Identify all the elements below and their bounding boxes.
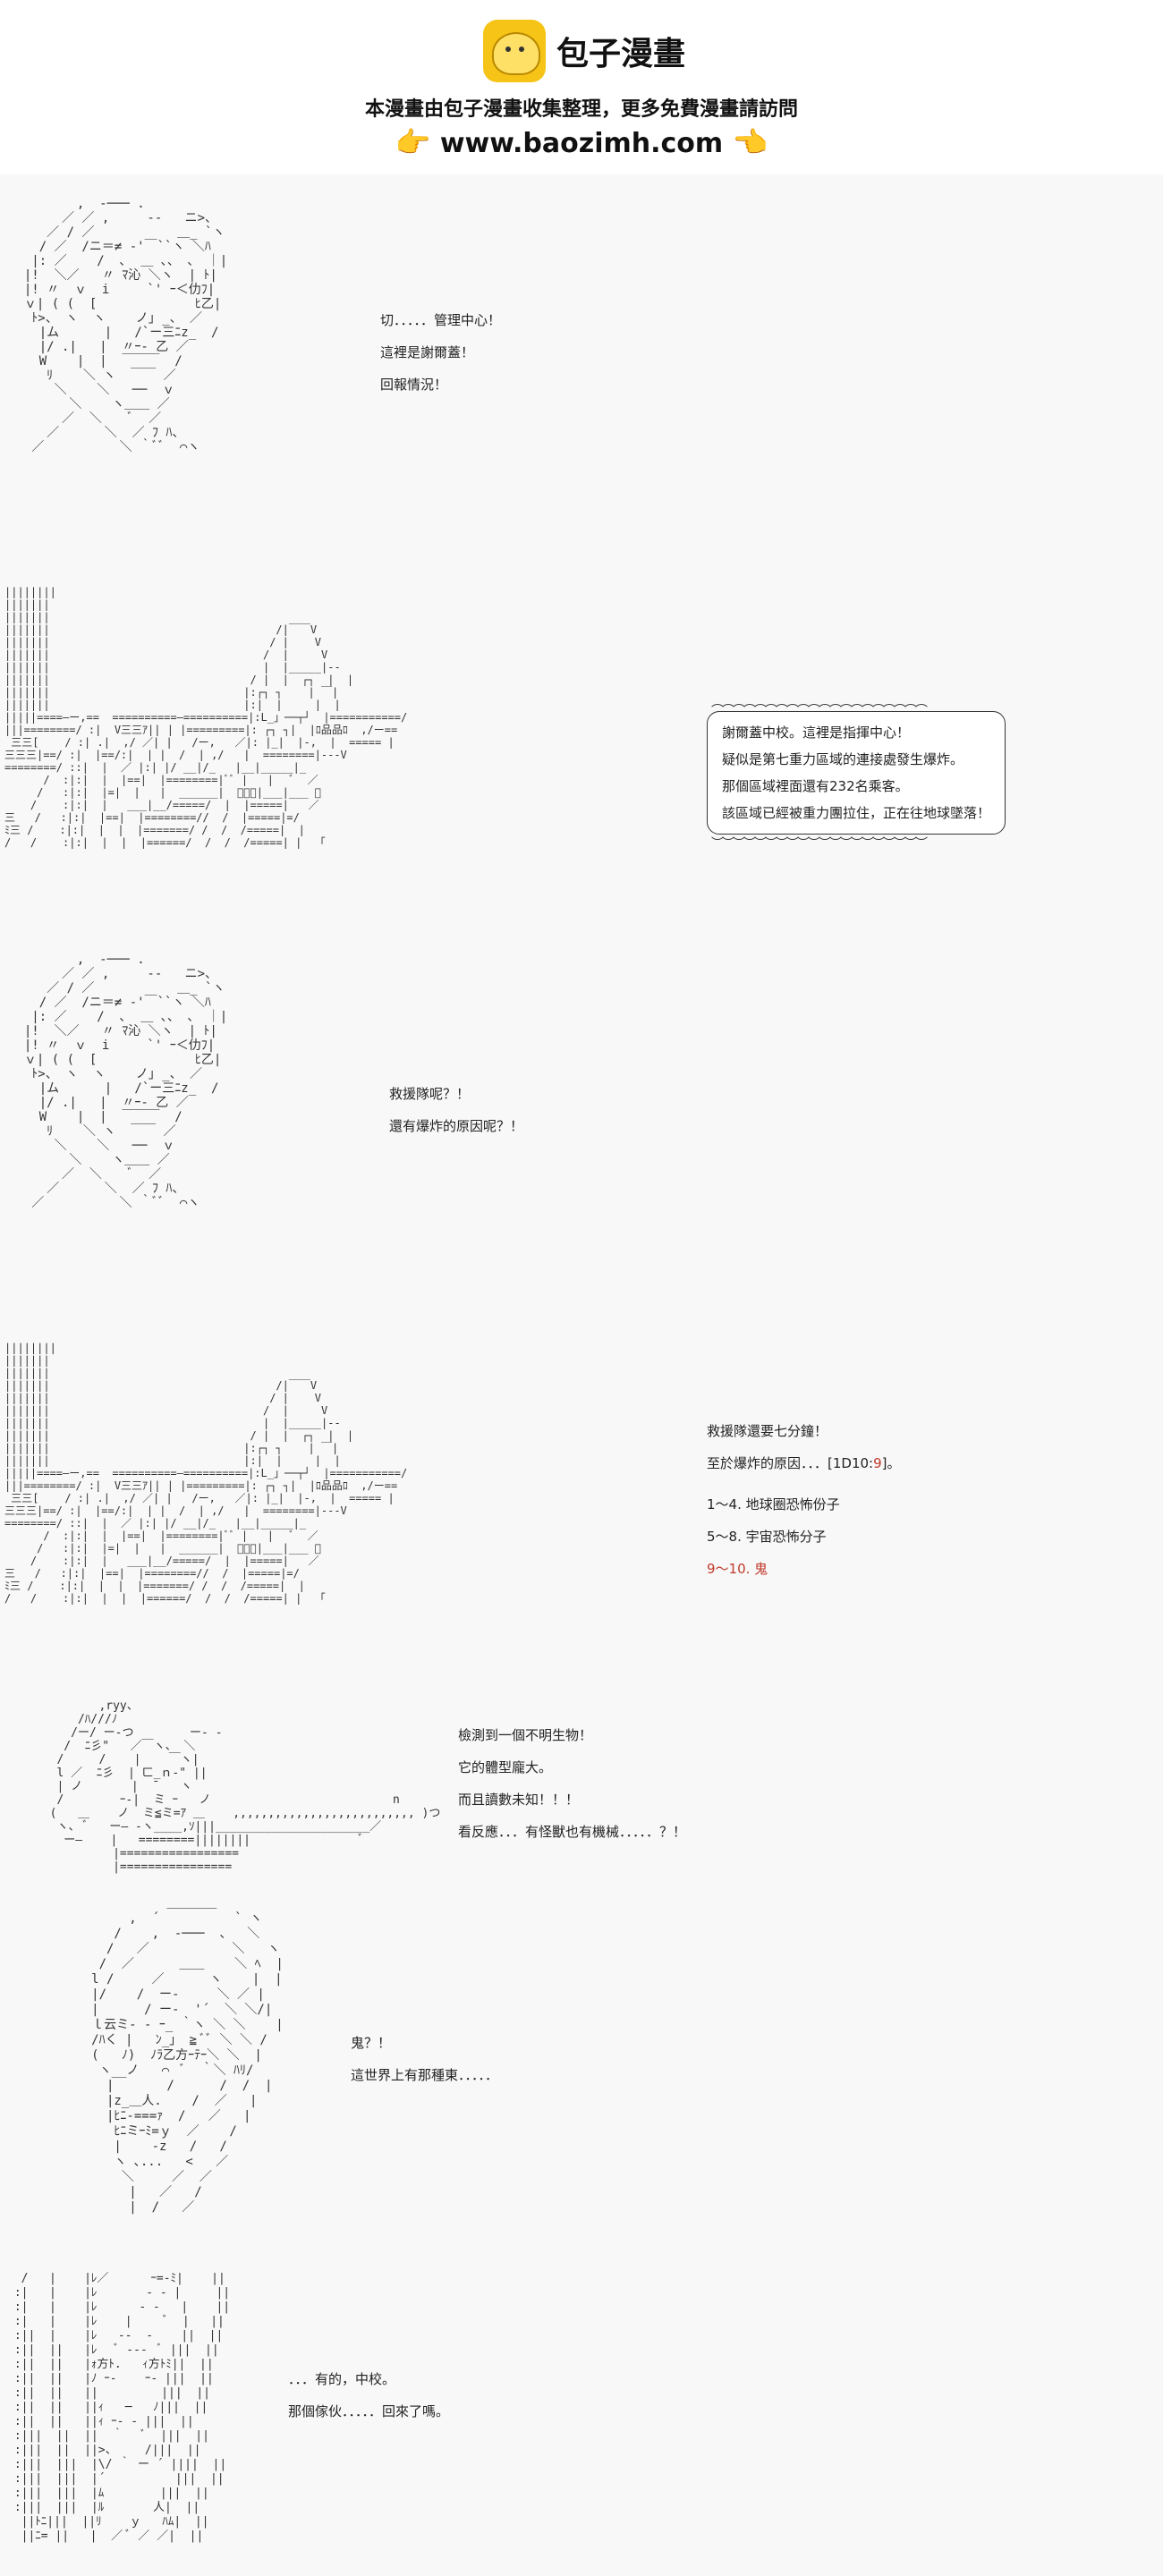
ascii-art-operator: ,ryy、 /ﾊ///ﾉ /ー/ ー-つ ー‐ ‐ / ﾆ彡" ／￣ヽ、 ＼ /… [49,1699,441,1874]
dialogue-line: ．．．有的，中校。 [288,2371,396,2387]
roll-option-selected: 9～10. 鬼 [707,1561,768,1577]
dialogue-line: 救援隊呢？！ [389,1086,471,1102]
dialogue-panel-1: 切．．．．．管理中心！ 這裡是謝爾蓋！ 回報情況！ [380,304,501,401]
bun-logo-icon [483,20,546,82]
dialogue-line: 回報情況！ [380,377,448,393]
dialogue-panel-5: 檢測到一個不明生物！ 它的體型龐大。 而且讀數未知！！！ 看反應．．．有怪獸也有… [458,1719,686,1848]
dialogue-panel-3: 救援隊呢？！ 還有爆炸的原因呢？！ [389,1078,523,1142]
site-subtitle: 本漫畫由包子漫畫收集整理，更多免費漫畫請訪問 [364,98,798,121]
dialogue-panel-6: 鬼？！ 這世界上有那種東．．．．． [351,2027,498,2091]
site-url-row[interactable]: 👉 www.baozimh.com 👈 [0,125,1163,159]
ascii-art-station: |||||||| ||||||| ||||||| ||||||| /|￣￣V |… [4,1342,408,1605]
brand-name: 包子漫畫 [556,36,686,72]
speech-bubble: 謝爾蓋中校。這裡是指揮中心！ 疑似是第七重力區域的連接處發生爆炸。 那個區域裡面… [707,698,1006,835]
dialogue-line: 這裡是謝爾蓋！ [380,344,475,360]
dice-result: 9 [873,1455,882,1471]
dialogue-line: 謝爾蓋中校。這裡是指揮中心！ [722,724,911,741]
dialogue-panel-4: 救援隊還要七分鐘！ 至於爆炸的原因．．．[1D10:9]。 1～4. 地球圈恐怖… [707,1415,901,1585]
ascii-art-surprised-face: ＿＿＿＿ , ´ ` ヽ / , ‐─── 、 ＼ / ／ ＼ ヽ / ／ ＿＿… [91,1896,284,2215]
dialogue-line: 那個傢伙．．．．．回來了嗎。 [288,2403,450,2419]
dialogue-panel-7: ．．．有的，中校。 那個傢伙．．．．．回來了嗎。 [288,2363,449,2428]
dialogue-line: 檢測到一個不明生物！ [458,1727,593,1743]
dialogue-line: 看反應．．．有怪獸也有機械．．．．．？！ [458,1824,687,1840]
roll-option: 5～8. 宇宙恐怖分子 [707,1529,827,1545]
ascii-art-station: |||||||| ||||||| ||||||| ||||||| /|￣￣V |… [4,586,408,849]
dialogue-line: 它的體型龐大。 [458,1759,553,1775]
dialogue-line: 而且讀數未知！！！ [458,1792,580,1808]
dice-roll-line: 至於爆炸的原因．．．[1D10:9]。 [707,1455,901,1471]
dialogue-line: 該區域已經被重力團拉住，正在往地球墜落！ [722,805,991,821]
site-header: 包子漫畫 本漫畫由包子漫畫收集整理，更多免費漫畫請訪問 👉 www.baozim… [0,0,1163,174]
dialogue-line: 還有爆炸的原因呢？！ [389,1118,524,1134]
pointing-left-icon: 👈 [732,125,768,159]
dialogue-line: 那個區域裡面還有232名乘客。 [722,778,909,794]
ascii-art-face: , ‐─── . ／ ／ , ‐‐ ニ>、 ／ / ／ ＿_ `ヽ / ／ /ニ… [23,953,228,1210]
brand-logo[interactable]: 包子漫畫 [483,20,685,82]
site-url[interactable]: www.baozimh.com [439,128,724,159]
dialogue-line: 切．．．．．管理中心！ [380,312,502,328]
dialogue-line: 疑似是第七重力區域的連接處發生爆炸。 [722,751,964,767]
roll-option: 1～4. 地球圈恐怖份子 [707,1496,840,1513]
ascii-art-hooded-figure: / | |ﾚ／ ｰ=‐ﾐ| || :| | |ﾚ ‐ ‐ | || :| | |… [13,2272,231,2543]
pointing-right-icon: 👉 [395,125,431,159]
dialogue-line: 救援隊還要七分鐘！ [707,1423,828,1439]
dialogue-line: 這世界上有那種東．．．．． [351,2067,499,2083]
dialogue-line: 鬼？！ [351,2035,392,2051]
ascii-art-face: , ‐─── . ／ ／ , ‐‐ ニ>、 ／ / ／ ＿_ `ヽ / ／ /ニ… [23,197,228,454]
